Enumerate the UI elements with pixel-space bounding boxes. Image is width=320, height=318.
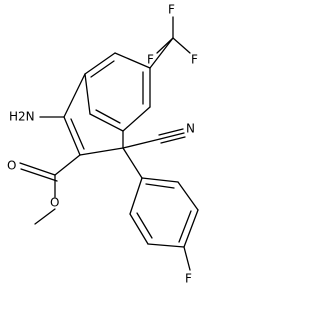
bond-c3a-c3 — [63, 73, 86, 118]
bond-cf3-right — [172, 37, 191, 54]
bond-c2-c1 — [79, 147, 124, 156]
atom-amino-label: H2N — [9, 110, 35, 124]
bond-aryl-2 — [177, 181, 199, 211]
bond-c3-c2-inner — [70, 118, 85, 150]
bond-cn-triple-c — [160, 136, 186, 144]
bond-benzo-1 — [114, 52, 151, 69]
bond-ring-cf3 — [149, 37, 174, 69]
bond-aryl-4 — [147, 243, 185, 248]
bond-benzo-5 — [122, 106, 151, 132]
atom-f-cf3-right: F — [191, 53, 198, 67]
bond-aryl-5-inner — [136, 212, 153, 239]
bond-aryl-1-inner — [145, 183, 175, 189]
bond-c1-aryl — [122, 147, 143, 179]
bond-cn-triple-a — [159, 132, 185, 140]
bond-aryl-3-inner — [178, 210, 192, 243]
bond-aryl-1 — [141, 177, 179, 183]
bond-benzo-4 — [89, 113, 124, 132]
bond-aryl-f — [183, 246, 191, 271]
atom-f-cf3-left: F — [147, 53, 154, 67]
bond-aryl-5 — [129, 213, 149, 245]
structure-canvas: F F F H2N N O O F — [7, 3, 199, 286]
bond-c2-carbonyl — [54, 154, 81, 176]
bond-benzo-3 — [84, 73, 91, 115]
bond-c1-cn — [122, 138, 161, 149]
bond-benzo-4-inner — [95, 109, 121, 124]
molecule-drawing: F F F H2N N O O F — [7, 3, 199, 286]
bond-cn-triple-b — [158, 128, 184, 136]
bond-carbonyl-o-b — [20, 168, 58, 182]
bond-oester-methyl — [34, 208, 56, 225]
bond-benzo-2-inner — [90, 60, 115, 78]
bond-carbonyl-o-a — [19, 162, 56, 176]
atom-ester-o: O — [50, 196, 59, 210]
bond-c3-c2 — [63, 116, 81, 156]
atom-aryl-f: F — [185, 272, 192, 286]
bond-aryl-6 — [129, 177, 143, 215]
atom-nitrile-n: N — [186, 122, 195, 136]
atom-f-cf3-top: F — [168, 3, 175, 17]
atom-carbonyl-o: O — [7, 159, 16, 173]
bond-aryl-3 — [183, 209, 199, 248]
bond-benzo-2 — [84, 52, 116, 75]
